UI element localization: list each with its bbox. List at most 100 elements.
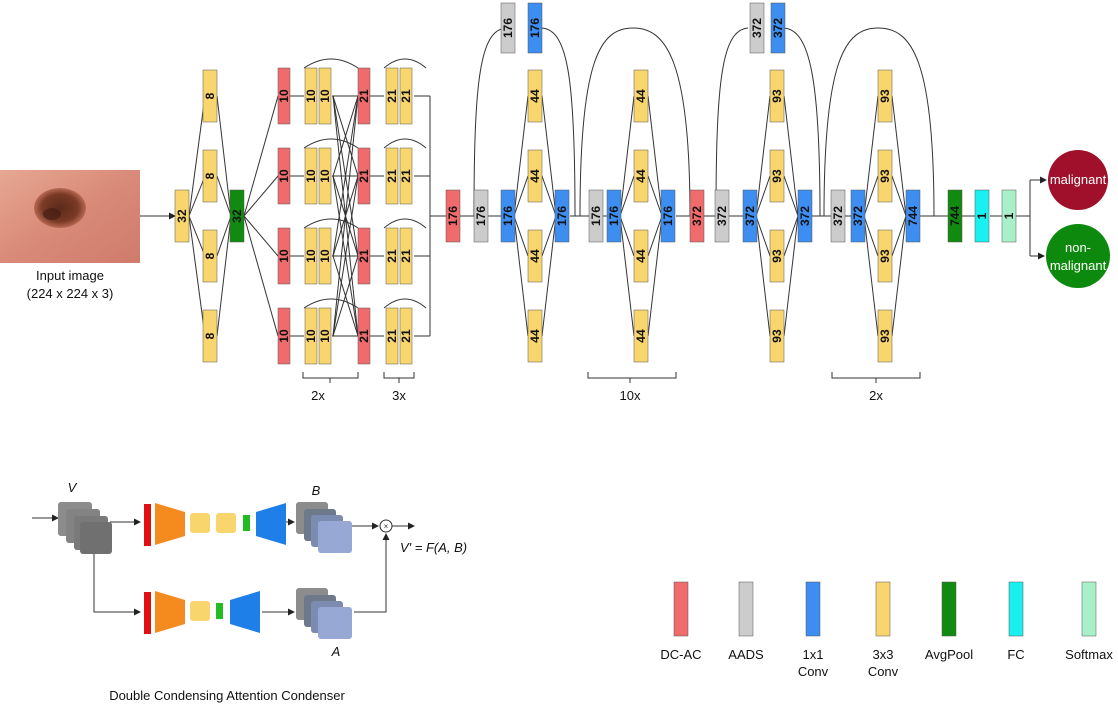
conv3-44-a2-label: 44 <box>528 249 542 263</box>
conv1-176-a <box>500 189 516 243</box>
conv3-10a-1 <box>304 147 318 205</box>
non-malignant-label-2: malignant <box>1050 258 1107 273</box>
legend-swatch-conv1 <box>805 581 821 637</box>
conv3-21a-3-label: 21 <box>385 329 399 343</box>
non-malignant-label-1: non- <box>1065 240 1091 255</box>
legend-label-avgpool: AvgPool <box>925 647 973 662</box>
dcac-10-1-label: 10 <box>277 169 291 183</box>
dcac-176-label: 176 <box>446 206 460 226</box>
conv1-176-b-label: 176 <box>555 206 569 226</box>
aads-372-b-label: 372 <box>831 206 845 226</box>
conv3-44-b0 <box>633 69 649 123</box>
aads-176-a-label: 176 <box>474 206 488 226</box>
conv3-8-1-label: 8 <box>203 172 217 179</box>
dcac-10-0 <box>277 67 291 125</box>
conv3-21a-3 <box>385 307 399 365</box>
conv3-93-a3 <box>769 309 785 363</box>
conv1-176-d <box>660 189 676 243</box>
conv3-10a-3-label: 10 <box>304 329 318 343</box>
conv3-44-a0-label: 44 <box>528 89 542 103</box>
aads-176-b <box>588 189 604 243</box>
dcac-176 <box>445 189 461 243</box>
dcac-372-label: 372 <box>690 206 704 226</box>
conv3-21b-1-label: 21 <box>399 169 413 183</box>
legend-label-conv1-2: Conv <box>798 664 829 679</box>
conv1-176-c-label: 176 <box>607 206 621 226</box>
conv1-372-c-label: 372 <box>851 206 865 226</box>
conv3-10b-3-label: 10 <box>318 329 332 343</box>
aads-372-a <box>714 189 730 243</box>
conv3-93-a2-label: 93 <box>770 249 784 263</box>
dcac-10-0-label: 10 <box>277 89 291 103</box>
input-caption: Input image <box>36 268 104 283</box>
conv3-10a-2-label: 10 <box>304 249 318 263</box>
softmax-1 <box>1001 189 1017 243</box>
conv3-10b-0 <box>318 67 332 125</box>
avgpool-32-label: 32 <box>230 209 244 223</box>
conv3-32-label: 32 <box>175 209 189 223</box>
dcac-10-2 <box>277 227 291 285</box>
conv3-21a-1-label: 21 <box>385 169 399 183</box>
condenser-formula: V' = F(A, B) <box>400 540 467 555</box>
aads-372-top-label: 372 <box>750 18 764 38</box>
fc-1 <box>974 189 990 243</box>
aads-176-top-label: 176 <box>501 18 515 38</box>
conv3-10b-0-label: 10 <box>318 89 332 103</box>
conv3-10a-0-label: 10 <box>304 89 318 103</box>
conv3-21a-0-label: 21 <box>385 89 399 103</box>
conv1-176-top-label: 176 <box>528 18 542 38</box>
legend-swatch-dcac <box>673 581 689 637</box>
conv3-44-a2 <box>527 229 543 283</box>
dcac-21-2-label: 21 <box>357 249 371 263</box>
conv1-372-c <box>850 189 866 243</box>
conv3-44-b1 <box>633 149 649 203</box>
fc-1-label: 1 <box>975 212 989 219</box>
conv3-21b-0 <box>399 67 413 125</box>
conv3-93-a0-label: 93 <box>770 89 784 103</box>
avgpool-744 <box>947 189 963 243</box>
dcac-10-2-label: 10 <box>277 249 291 263</box>
conv3-93-a0 <box>769 69 785 123</box>
conv3-44-b2-label: 44 <box>634 249 648 263</box>
conv3-21a-0 <box>385 67 399 125</box>
conv1-744-label: 744 <box>906 206 920 226</box>
aads-176-top <box>500 2 516 54</box>
condenser-title: Double Condensing Attention Condenser <box>109 688 345 703</box>
aads-372-a-label: 372 <box>715 206 729 226</box>
legend-swatch-conv3 <box>875 581 891 637</box>
dcac-10-3 <box>277 307 291 365</box>
input-image <box>0 170 140 263</box>
conv3-10b-1-label: 10 <box>318 169 332 183</box>
conv3-10a-1-label: 10 <box>304 169 318 183</box>
conv1-176-b <box>554 189 570 243</box>
conv3-21a-1 <box>385 147 399 205</box>
conv3-21a-2 <box>385 227 399 285</box>
conv3-10a-2 <box>304 227 318 285</box>
conv1-176-d-label: 176 <box>661 206 675 226</box>
conv1-372-top-label: 372 <box>771 18 785 38</box>
conv3-93-b3-label: 93 <box>878 329 892 343</box>
softmax-1-label: 1 <box>1002 212 1016 219</box>
conv1-372-b <box>797 189 813 243</box>
conv3-44-a1 <box>527 149 543 203</box>
dcac-21-1 <box>357 147 371 205</box>
legend-swatch-softmax <box>1081 581 1097 637</box>
multiplier-10x: 10x <box>620 388 641 403</box>
dcac-372 <box>689 189 705 243</box>
conv3-8-0 <box>202 69 218 123</box>
conv3-93-b0-label: 93 <box>878 89 892 103</box>
conv3-21b-3-label: 21 <box>399 329 413 343</box>
dcac-10-3-label: 10 <box>277 329 291 343</box>
brace-10x <box>587 372 677 383</box>
conv3-10b-1 <box>318 147 332 205</box>
conv3-21b-0-label: 21 <box>399 89 413 103</box>
multiplier-2x-b: 2x <box>869 388 883 403</box>
aads-176-a <box>473 189 489 243</box>
conv3-93-b2 <box>877 229 893 283</box>
conv3-44-a3-label: 44 <box>528 329 542 343</box>
conv1-372-a-label: 372 <box>743 206 757 226</box>
multiplier-2x-a: 2x <box>311 388 325 403</box>
conv3-8-3 <box>202 309 218 363</box>
legend-swatch-avgpool <box>941 581 957 637</box>
